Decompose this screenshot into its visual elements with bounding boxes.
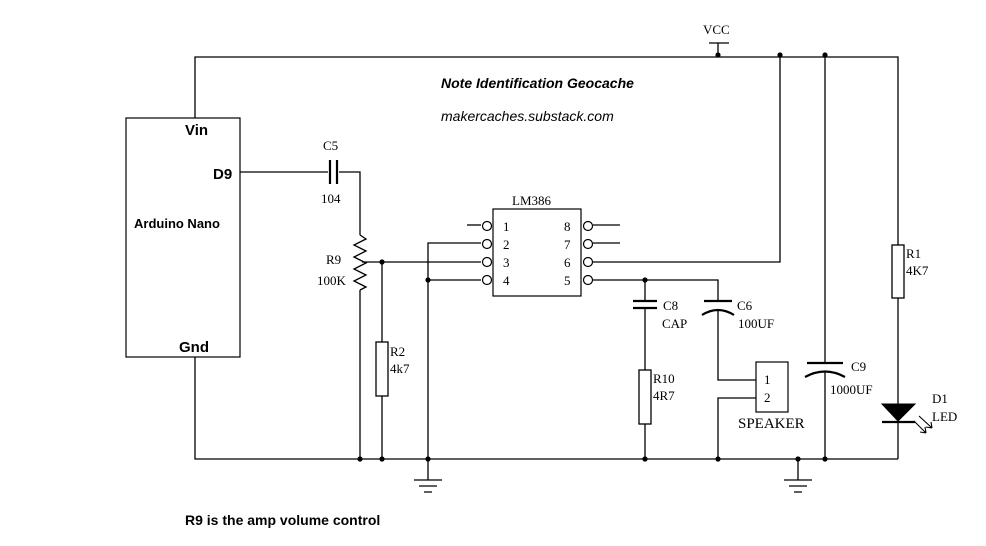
footnote: R9 is the amp volume control (185, 512, 380, 528)
r10-value: 4R7 (653, 388, 675, 403)
junction (642, 456, 648, 462)
schematic-title: Note Identification Geocache (441, 75, 634, 91)
wire-pin5-out (593, 279, 719, 300)
c8-value: CAP (662, 316, 687, 331)
ic-name: LM386 (512, 193, 552, 208)
d1-value: LED (932, 409, 957, 424)
resistor-r10: R10 4R7 (638, 369, 675, 459)
junction (822, 456, 828, 462)
speaker-pin-2: 2 (764, 390, 771, 405)
speaker: 1 2 SPEAKER (738, 361, 805, 432)
ground-symbol (414, 459, 442, 493)
junction (357, 456, 363, 462)
capacitor-c6: C6 100UF (701, 298, 774, 381)
wire-pin7-pin8 (593, 224, 620, 244)
junction (822, 52, 828, 58)
ic-pin-2: 2 (503, 237, 510, 252)
ground-rail (194, 357, 898, 462)
vcc-label: VCC (703, 22, 730, 37)
c8-ref: C8 (663, 298, 678, 313)
potentiometer-r9: R9 100K (317, 234, 368, 459)
ic-pin-3: 3 (503, 255, 510, 270)
wire-c5-r9 (339, 171, 361, 235)
pin-label-vin: Vin (185, 122, 208, 139)
pin-label-gnd: Gnd (179, 339, 209, 356)
ic-lm386: LM386 1 2 3 4 5 6 7 8 (481, 193, 594, 297)
resistor-r2: R2 4k7 (375, 262, 410, 459)
r1-ref: R1 (906, 246, 921, 261)
r1-value: 4K7 (906, 263, 929, 278)
c5-ref: C5 (323, 138, 338, 153)
speaker-pin-1: 1 (764, 372, 771, 387)
c6-value: 100UF (738, 316, 774, 331)
resistor-r1: R1 4K7 (891, 244, 929, 404)
r2-ref: R2 (390, 344, 405, 359)
c5-value: 104 (321, 191, 341, 206)
r2-value: 4k7 (390, 361, 410, 376)
r10-ref: R10 (653, 371, 675, 386)
capacitor-c9: C9 1000UF (804, 57, 873, 459)
ic-pin-6: 6 (564, 255, 571, 270)
led-d1: D1 LED (880, 391, 957, 459)
wire-pin2-gnd (427, 242, 481, 459)
junction (777, 52, 783, 58)
c9-ref: C9 (851, 359, 866, 374)
ic-pin-4: 4 (503, 273, 510, 288)
junction (715, 456, 721, 462)
d1-ref: D1 (932, 391, 948, 406)
c9-value: 1000UF (830, 382, 873, 397)
r9-ref: R9 (326, 252, 341, 267)
ic-pin-8: 8 (564, 219, 571, 234)
junction (425, 277, 431, 283)
capacitor-c8: C8 CAP (633, 280, 687, 370)
speaker-label: SPEAKER (738, 416, 805, 432)
source-url: makercaches.substack.com (441, 108, 614, 124)
junction (379, 456, 385, 462)
vcc-rail: VCC (194, 22, 899, 245)
r9-value: 100K (317, 273, 347, 288)
pin-label-d9: D9 (213, 166, 232, 183)
c6-ref: C6 (737, 298, 753, 313)
ic-pin-5: 5 (564, 273, 571, 288)
wire-pin6-vcc (593, 57, 781, 263)
arduino-name: Arduino Nano (134, 216, 220, 231)
ic-pin-7: 7 (564, 237, 571, 252)
arduino-nano: Vin D9 Arduino Nano Gnd (125, 117, 241, 358)
ground-symbol (784, 459, 812, 493)
wire-speaker-gnd (717, 397, 756, 459)
capacitor-c5: C5 104 (321, 138, 341, 206)
ic-pin-1: 1 (503, 219, 510, 234)
junction (715, 52, 721, 58)
